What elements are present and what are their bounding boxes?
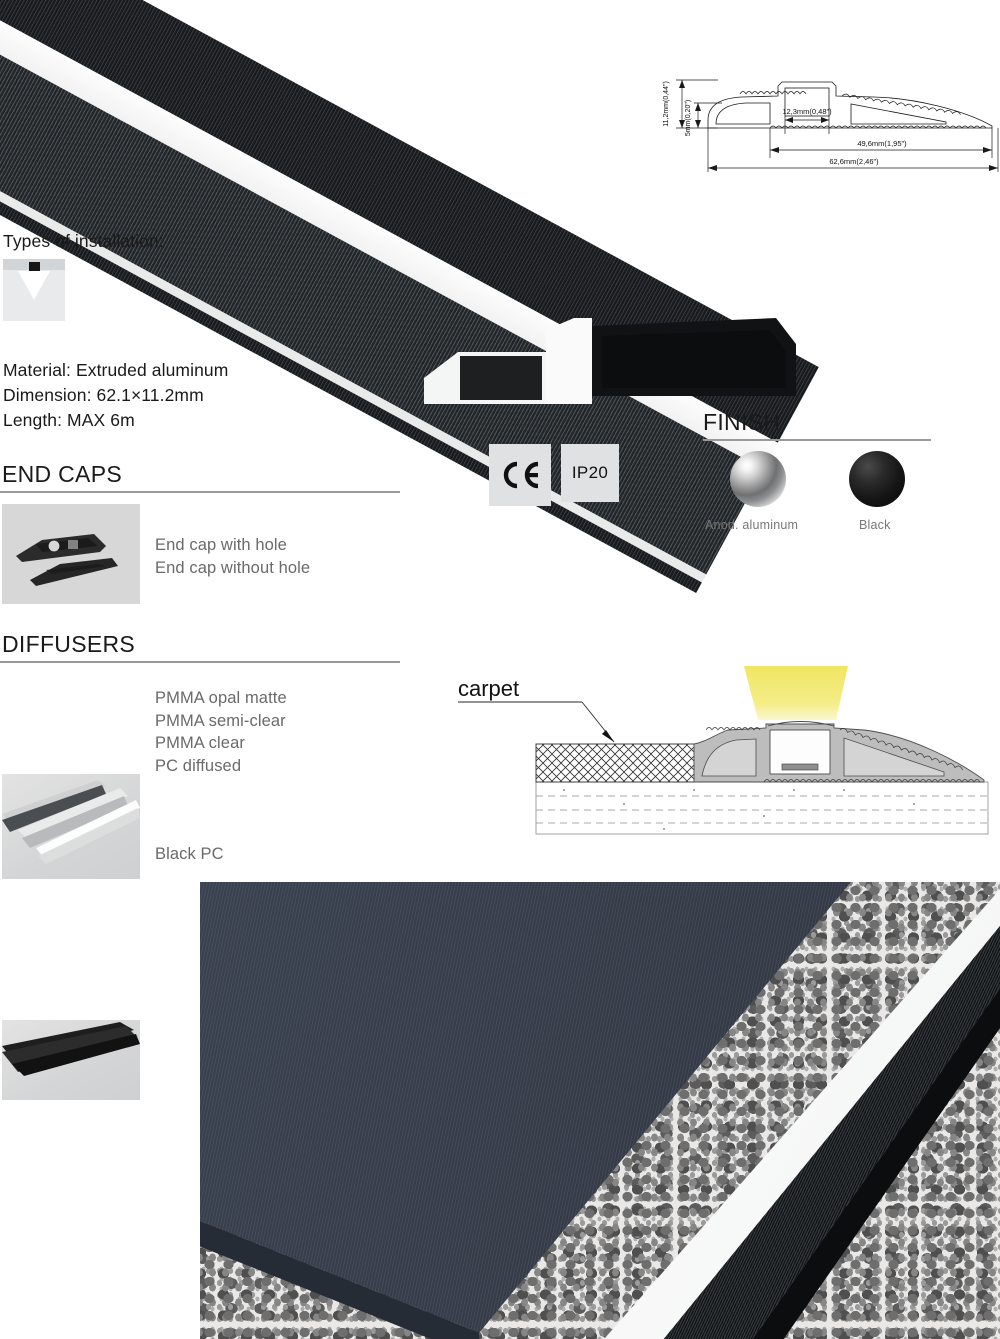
ip-rating-badge: IP20 <box>561 444 619 502</box>
end-cap-option: End cap without hole <box>155 558 311 577</box>
ip-rating-label: IP20 <box>571 463 609 482</box>
finish-swatch-label: Anod. aluminum <box>705 518 799 532</box>
technical-drawing: 11,2mm(0,44") 5mm(0,20") 12,3mm(0,48") 4… <box>646 58 1000 180</box>
spec-material: Material: Extruded aluminum <box>3 360 229 380</box>
ce-mark-icon <box>503 461 539 489</box>
ce-mark-badge <box>489 444 551 506</box>
black-pc-diffuser-label: Black PC <box>155 845 224 863</box>
diffuser-option: PMMA semi-clear <box>155 711 286 730</box>
black-finish-swatch-icon <box>849 451 905 507</box>
finish-swatch-anodized[interactable]: Anod. aluminum <box>705 451 798 532</box>
diffusers-rule <box>0 661 400 663</box>
carpet-installation-diagram: carpet <box>444 664 1000 840</box>
spec-length: Length: MAX 6m <box>3 410 135 430</box>
diffuser-option: PMMA clear <box>155 734 245 752</box>
end-caps-label-list: End cap with hole End cap without hole <box>155 534 310 579</box>
end-cap-option: End cap with hole <box>155 536 287 554</box>
end-caps-thumbnail <box>2 504 140 604</box>
finish-heading: FINISH <box>703 409 781 435</box>
installation-title: Types of installation: <box>3 231 164 251</box>
pmma-diffusers-thumbnail <box>2 774 140 879</box>
finish-rule <box>703 439 931 441</box>
carpet-label: carpet <box>458 676 519 701</box>
diffuser-option: PC diffused <box>155 756 242 775</box>
dim-width-base: 49,6mm(1,95") <box>857 139 907 148</box>
diffusers-heading: DIFFUSERS <box>2 631 136 657</box>
spec-dimension: Dimension: 62.1×11.2mm <box>3 385 204 405</box>
finish-swatch-black[interactable]: Black <box>849 451 905 532</box>
anodized-aluminum-swatch-icon <box>730 451 786 507</box>
certification-badges: IP20 <box>489 444 619 506</box>
light-beam <box>744 666 848 720</box>
dim-width-channel: 12,3mm(0,48") <box>782 107 832 116</box>
end-caps-rule <box>0 491 400 493</box>
dim-height-total: 11,2mm(0,44") <box>663 81 670 127</box>
dim-width-total: 62,6mm(2,46") <box>829 157 879 166</box>
surface-mount-downlight-icon <box>3 259 65 321</box>
pmma-diffuser-label-list: PMMA opal matte PMMA semi-clear PMMA cle… <box>155 687 287 777</box>
diffuser-option: PMMA opal matte <box>155 689 287 707</box>
finish-swatch-label: Black <box>859 518 891 532</box>
end-caps-heading: END CAPS <box>2 461 122 487</box>
spec-list: Material: Extruded aluminum Dimension: 6… <box>3 358 228 433</box>
dim-height-inner: 5mm(0,20") <box>685 100 692 136</box>
hero-end-face <box>424 300 804 420</box>
application-photo <box>200 882 1000 1339</box>
black-pc-diffuser-thumbnail <box>2 1020 140 1100</box>
